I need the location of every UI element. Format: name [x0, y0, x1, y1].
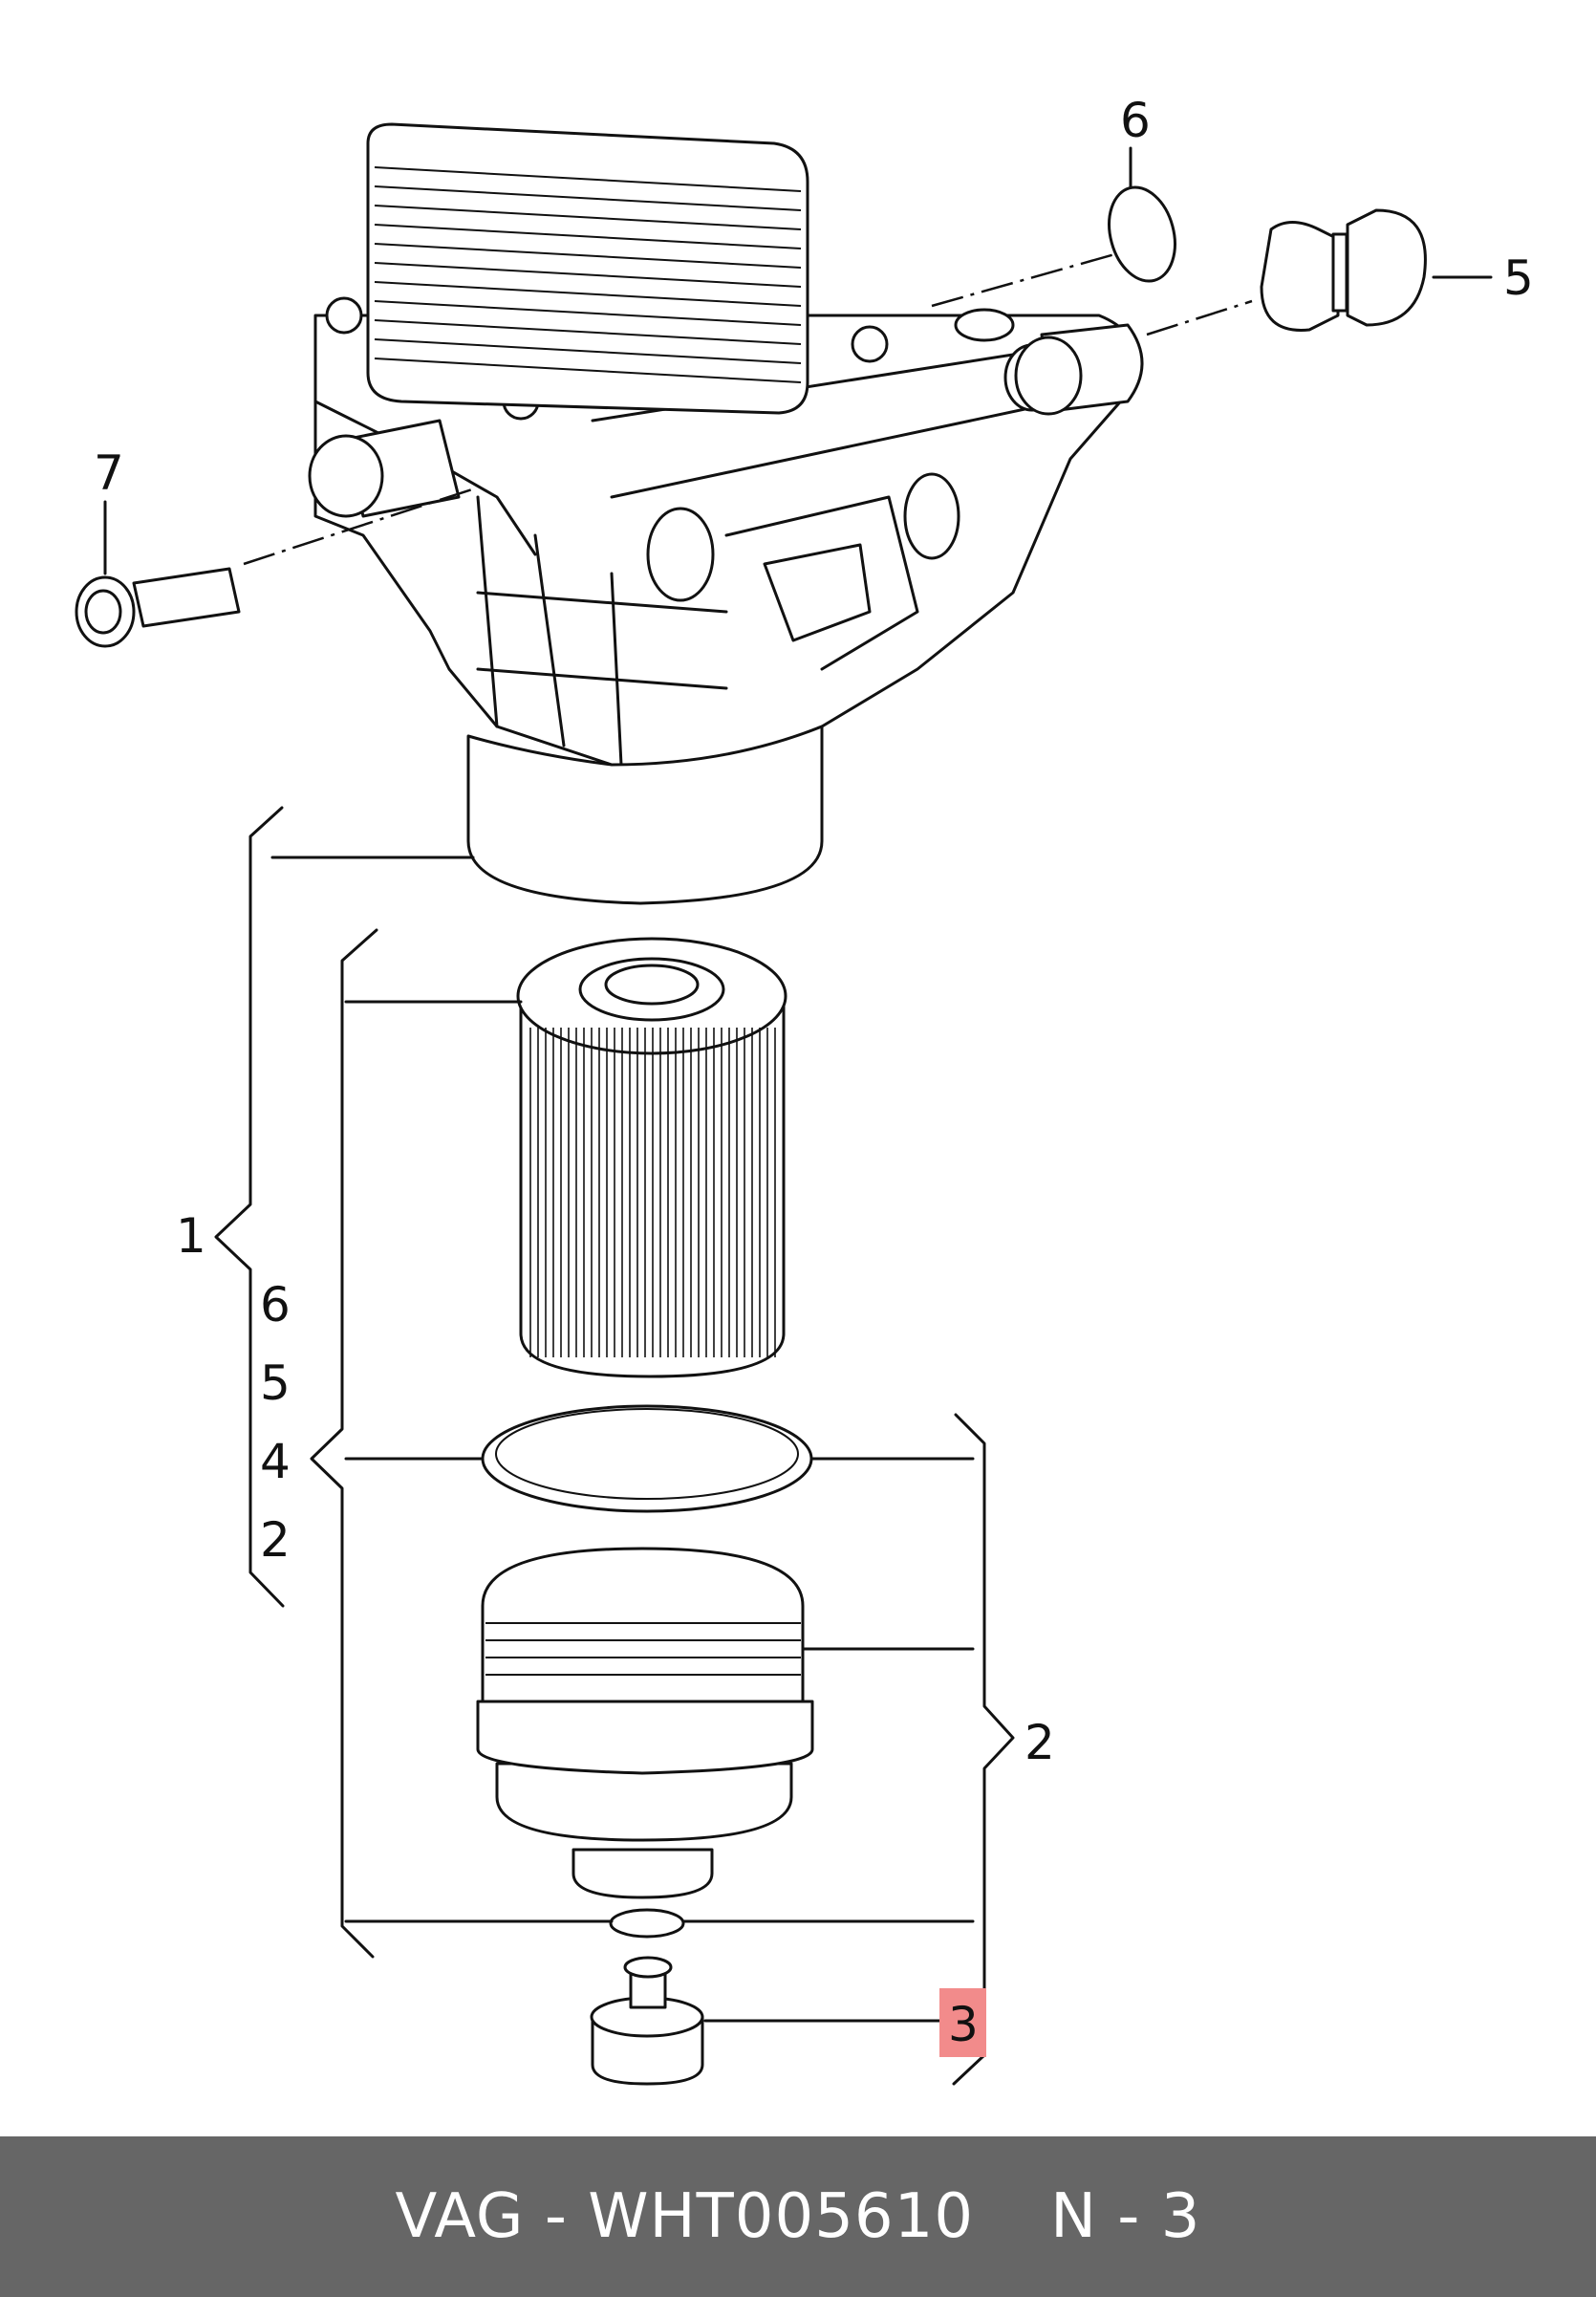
drain-plug — [590, 1956, 704, 2086]
callout-3-highlight — [939, 1988, 986, 2057]
filter-housing — [308, 122, 1144, 905]
callout-4-list: 4 — [260, 1434, 291, 1489]
callout-6-list: 6 — [260, 1277, 291, 1333]
small-washer — [609, 1908, 685, 1939]
double-seal — [1260, 208, 1427, 332]
callout-1: 1 — [176, 1208, 206, 1264]
callout-7: 7 — [94, 445, 124, 501]
callout-6-top: 6 — [1120, 93, 1151, 148]
part-reference-footer: VAG - WHT005610 N - 3 — [0, 2136, 1596, 2297]
oring-seal-small — [1108, 185, 1176, 283]
callout-2-right: 2 — [1024, 1715, 1055, 1770]
callout-2-list: 2 — [260, 1512, 291, 1568]
callout-3: 3 — [948, 1997, 979, 2052]
oring-large — [481, 1404, 813, 1513]
part-position-code: N - 3 — [1050, 2181, 1201, 2252]
callout-5-list: 5 — [260, 1355, 291, 1411]
exploded-parts-diagram: 6 5 7 1 6 5 4 2 2 3 — [75, 93, 1534, 2086]
filter-element — [516, 937, 787, 1378]
bracket-4 — [310, 928, 614, 1959]
bracket-1 — [214, 806, 475, 1608]
part-reference-code: VAG - WHT005610 — [395, 2181, 975, 2252]
callout-5-top: 5 — [1503, 250, 1534, 306]
filter-cap — [476, 1547, 814, 1899]
bolt — [75, 567, 241, 648]
